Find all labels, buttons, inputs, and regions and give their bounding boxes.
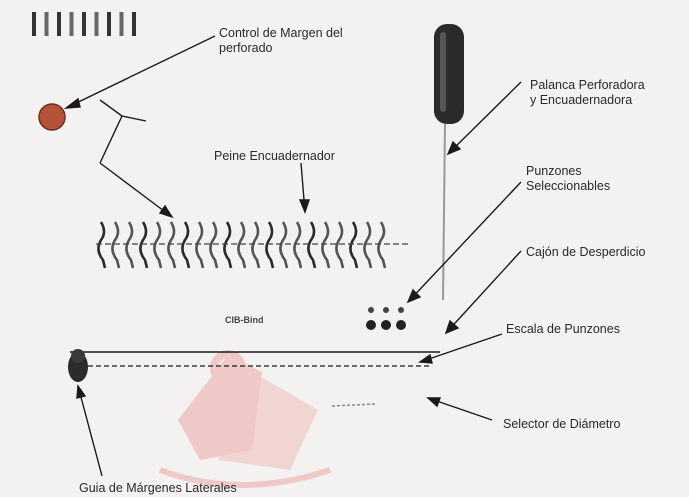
spine-piece	[82, 12, 86, 36]
pointer-margin-to-comb	[99, 162, 173, 218]
label-margin-control-line2: perforado	[219, 41, 273, 55]
comb-tooth	[181, 221, 191, 269]
label-punch-scale-line1: Escala de Punzones	[506, 322, 620, 336]
comb-tooth	[195, 221, 205, 269]
label-diameter-selector: Selector de Diámetro	[503, 417, 620, 432]
label-punches: Punzones Seleccionables	[526, 164, 610, 194]
pointer-punch-scale-arrowhead	[418, 353, 433, 364]
label-side-margin-guide: Guia de Márgenes Laterales	[79, 481, 237, 496]
binding-comb-illustration	[96, 221, 408, 269]
pointer-punch-scale	[419, 333, 503, 363]
comb-tooth	[321, 221, 331, 269]
label-waste-drawer: Cajón de Desperdicio	[526, 245, 646, 260]
pointer-side-margin-guide	[77, 385, 103, 477]
side-margin-guide-illustration	[68, 349, 88, 382]
label-side-margin-guide-line1: Guia de Márgenes Laterales	[79, 481, 237, 495]
diameter-selector-illustration	[331, 403, 377, 407]
comb-tooth	[251, 221, 261, 269]
label-lever: Palanca Perforadora y Encuadernadora	[530, 78, 645, 108]
pointer-lever-arrowhead	[446, 140, 462, 156]
margin-control-knob	[38, 103, 66, 131]
comb-tooth	[209, 221, 219, 269]
spine-piece	[107, 12, 111, 36]
spine-piece	[119, 12, 124, 36]
brand-mark: CIB-Bind	[225, 315, 264, 325]
pointer-margin-control-arrowhead	[63, 97, 81, 109]
comb-tooth	[363, 221, 373, 269]
label-waste-drawer-line1: Cajón de Desperdicio	[526, 245, 646, 259]
label-punch-scale: Escala de Punzones	[506, 322, 620, 337]
spine-piece	[57, 12, 61, 36]
label-diameter-selector-line1: Selector de Diámetro	[503, 417, 621, 431]
comb-tooth	[223, 221, 233, 269]
pointer-diameter-selector-arrowhead	[426, 397, 442, 408]
comb-tooth	[237, 221, 247, 269]
comb-tooth	[265, 221, 275, 269]
label-comb-line1: Peine Encuadernador	[214, 149, 335, 163]
margin-control-bracket	[99, 99, 147, 164]
pointer-margin-to-comb-arrowhead	[158, 204, 174, 219]
label-lever-line2: y Encuadernadora	[530, 93, 633, 107]
label-margin-control-line1: Control de Margen del	[219, 26, 343, 40]
spine-piece	[69, 12, 74, 36]
comb-tooth	[307, 221, 317, 269]
pointer-waste-drawer	[445, 250, 522, 334]
comb-tooth	[349, 221, 359, 269]
pointer-waste-drawer-arrowhead	[444, 319, 460, 335]
comb-tooth	[153, 221, 163, 269]
pointer-margin-control	[65, 35, 216, 109]
pointer-comb-arrowhead	[298, 199, 310, 214]
spine-piece	[32, 12, 36, 36]
spine-piece	[94, 12, 99, 36]
pointer-punches-arrowhead	[406, 288, 422, 304]
spine-pieces-illustration	[32, 12, 136, 36]
comb-tooth	[279, 221, 289, 269]
pointer-lever	[447, 81, 522, 155]
label-punches-line2: Seleccionables	[526, 179, 611, 193]
comb-tooth	[293, 221, 303, 269]
pointer-punches	[407, 181, 522, 303]
label-punches-line1: Punzones	[526, 164, 582, 178]
comb-tooth	[111, 221, 121, 269]
comb-tooth	[167, 221, 177, 269]
comb-tooth	[97, 221, 107, 269]
pointer-side-margin-guide-arrowhead	[76, 384, 87, 399]
punch-lever-illustration	[434, 24, 464, 301]
label-margin-control: Control de Margen del perforado	[219, 26, 343, 56]
selectable-punches-illustration	[366, 307, 406, 330]
comb-tooth	[335, 221, 345, 269]
comb-tooth	[125, 221, 135, 269]
watermark-logo	[158, 350, 331, 488]
comb-tooth	[377, 221, 387, 269]
punch-scale-bar	[70, 351, 440, 367]
spine-piece	[44, 12, 49, 36]
label-lever-line1: Palanca Perforadora	[530, 78, 645, 92]
comb-tooth	[139, 221, 149, 269]
label-comb: Peine Encuadernador	[214, 149, 335, 164]
spine-piece	[132, 12, 136, 36]
